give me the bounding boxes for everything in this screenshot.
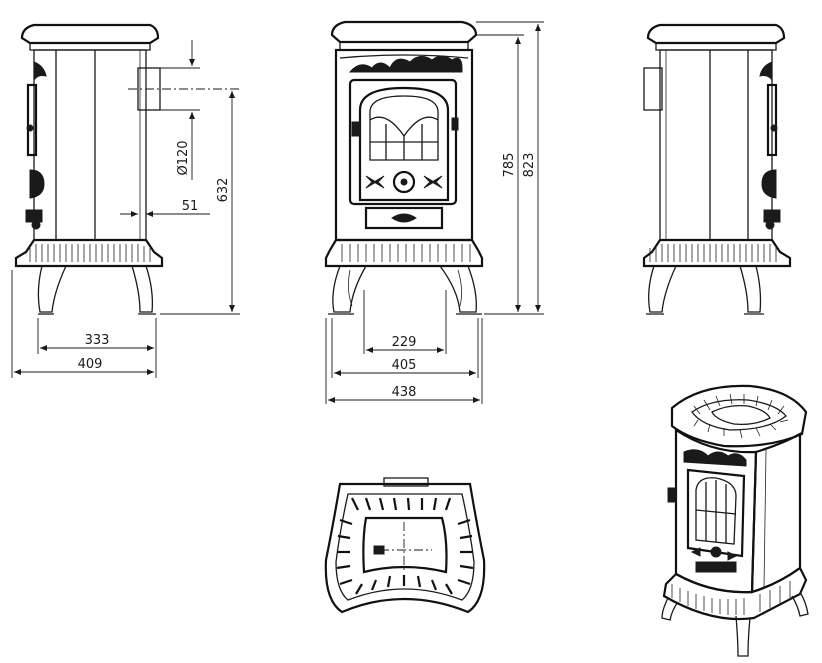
left-view-dimensions: 333 409 Ø120 632 51 <box>11 40 242 378</box>
dim-front-width-top: 438 <box>392 385 417 400</box>
right-side-view <box>642 23 792 315</box>
dim-flue-height: 632 <box>216 178 231 203</box>
dim-front-legs: 229 <box>392 335 417 350</box>
dim-flue-offset: 51 <box>182 199 199 214</box>
dim-flue-diameter: Ø120 <box>176 140 191 175</box>
front-view <box>324 20 484 315</box>
isometric-view <box>661 384 809 657</box>
dim-height-body: 785 <box>502 153 517 178</box>
front-view-dimensions: 229 405 438 785 823 <box>325 21 544 404</box>
left-side-view <box>14 23 164 315</box>
dim-side-depth-outer: 409 <box>78 357 103 372</box>
dim-side-depth-inner: 333 <box>85 333 110 348</box>
dim-height-total: 823 <box>522 153 537 178</box>
dim-front-width-body: 405 <box>392 358 417 373</box>
top-plan-view <box>324 477 486 614</box>
